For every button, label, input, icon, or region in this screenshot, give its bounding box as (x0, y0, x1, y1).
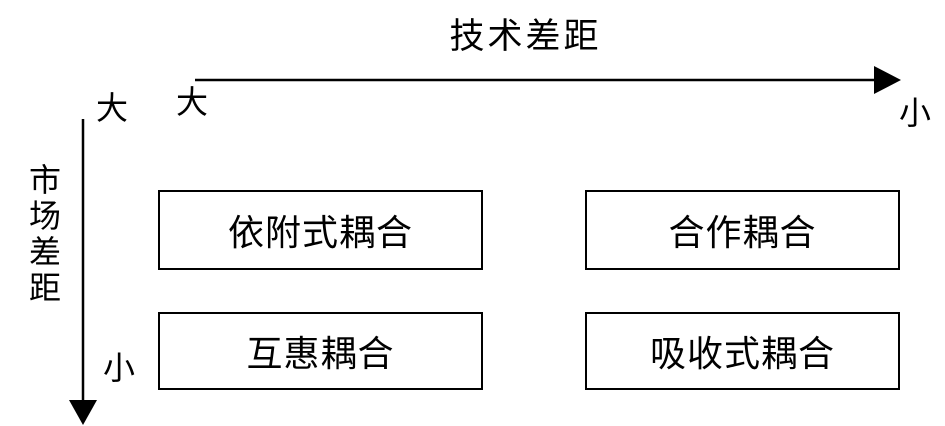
quadrant-box-dependent-coupling: 依附式耦合 (158, 190, 483, 270)
y-axis-end-label: 小 (103, 350, 136, 386)
quadrant-label: 依附式耦合 (227, 213, 413, 253)
quadrant-box-absorptive-coupling: 吸收式耦合 (585, 312, 900, 390)
quadrant-box-mutual-benefit-coupling: 互惠耦合 (158, 312, 483, 390)
x-axis-title: 技术差距 (449, 17, 602, 56)
quadrant-box-cooperative-coupling: 合作耦合 (585, 190, 900, 270)
y-axis-start-label: 大 (96, 90, 129, 126)
y-axis-arrow (69, 119, 97, 425)
quadrant-label: 合作耦合 (668, 213, 817, 253)
y-axis-arrowhead-icon (69, 400, 97, 425)
x-axis-start-label: 大 (176, 84, 209, 120)
quadrant-label: 互惠耦合 (246, 334, 395, 374)
x-axis-arrow (195, 66, 901, 94)
quadrant-label: 吸收式耦合 (649, 334, 835, 374)
x-axis-end-label: 小 (899, 95, 932, 131)
x-axis-arrowhead-icon (874, 66, 901, 94)
y-axis-title: 市场差距 (25, 163, 61, 307)
